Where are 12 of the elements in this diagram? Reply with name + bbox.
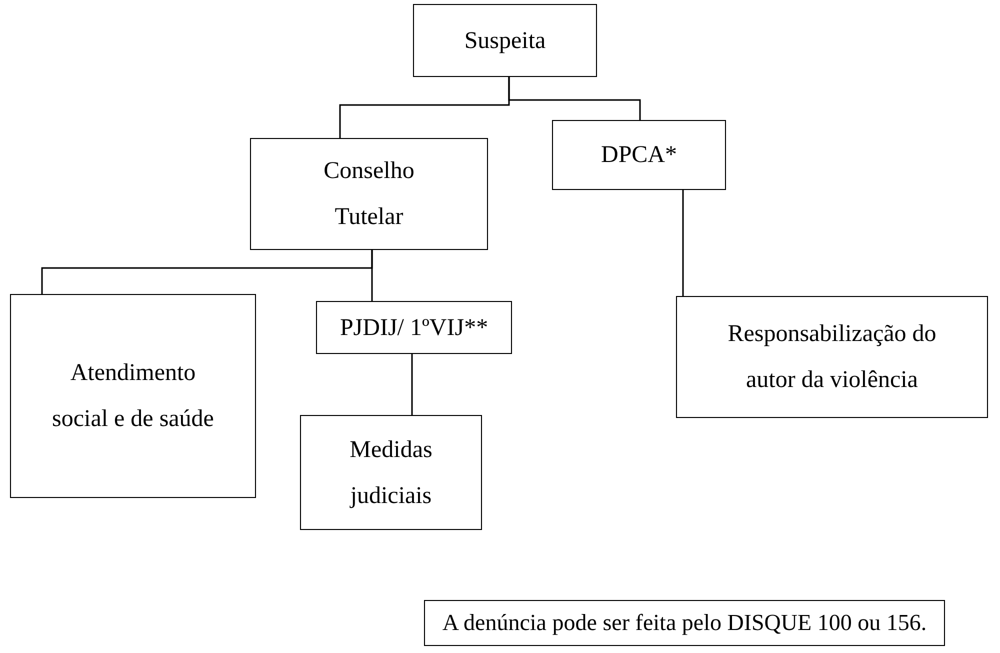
text-box: Suspeita [413,4,597,77]
text-box: PJDIJ/ 1ºVIJ** [316,301,512,354]
text-box: Medidas judiciais [300,415,482,530]
connector-line [682,190,684,296]
text-box: Responsabilização do autor da violência [676,296,988,418]
text-box: Atendimento social e de saúde [10,294,256,498]
connector-line [411,354,413,415]
text-box: Conselho Tutelar [250,138,488,250]
text-box: DPCA* [552,120,726,190]
text-box: A denúncia pode ser feita pelo DISQUE 100 ou 156. [424,600,945,646]
connector-line [371,250,373,301]
connector-line [508,77,641,120]
